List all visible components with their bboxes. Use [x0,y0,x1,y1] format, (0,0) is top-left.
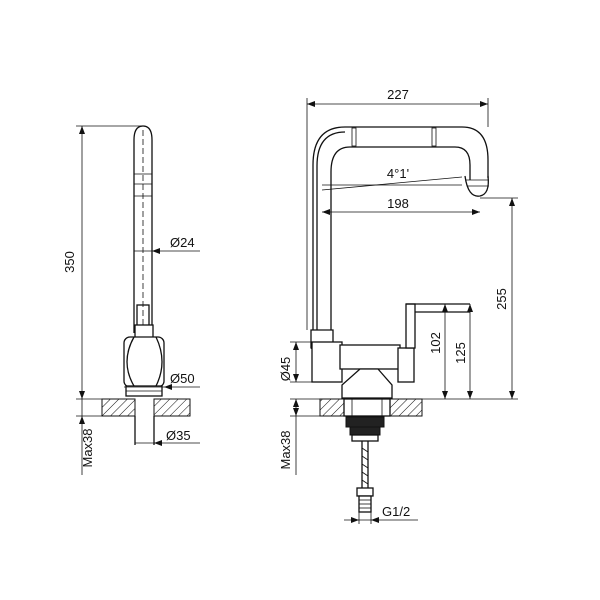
front-dim-body: Ø45 [278,341,312,383]
front-body-dia-label: Ø45 [278,357,293,382]
front-thickness-label: Max38 [278,430,293,469]
side-countertop [101,398,191,417]
front-thread-label: G1/2 [382,504,410,519]
front-lever-height-label: 102 [428,332,443,354]
front-dim-thickness: Max38 [278,398,320,475]
front-dim-thread: G1/2 [344,504,418,524]
front-dim-lever-total: 125 [453,304,473,399]
front-dim-lever: 102 [428,304,448,399]
front-view: 227 4°1' 198 255 102 [278,87,518,524]
front-countertop [319,398,423,417]
side-spout [133,125,153,333]
side-height-label: 350 [62,251,77,273]
side-body-dia-label: Ø50 [170,371,195,386]
front-dim-angle: 4°1' [321,166,463,191]
front-lever-total-label: 125 [453,342,468,364]
side-dim-body: Ø50 [124,371,200,390]
front-fittings [345,416,385,513]
side-dim-height: 350 [62,125,143,400]
front-spout [312,126,489,330]
side-dim-hole: Ø35 [135,428,200,446]
side-dim-thickness: Max38 [76,399,102,475]
side-hole-dia-label: Ø35 [166,428,191,443]
front-dim-width: 227 [306,87,489,330]
front-angle-label: 4°1' [387,166,409,181]
front-body [310,303,470,399]
side-body [123,336,165,397]
side-shank [134,416,155,445]
side-thickness-label: Max38 [80,428,95,467]
front-dim-spout-height: 255 [422,197,518,400]
side-spout-dia-label: Ø24 [170,235,195,250]
front-dim-reach: 198 [322,196,480,215]
side-view: 350 Ø24 Ø50 Ø35 Max38 [62,125,200,475]
front-width-label: 227 [387,87,409,102]
side-dim-spout: Ø24 [134,235,200,254]
side-lever [134,304,154,340]
front-spout-height-label: 255 [494,288,509,310]
front-reach-label: 198 [387,196,409,211]
